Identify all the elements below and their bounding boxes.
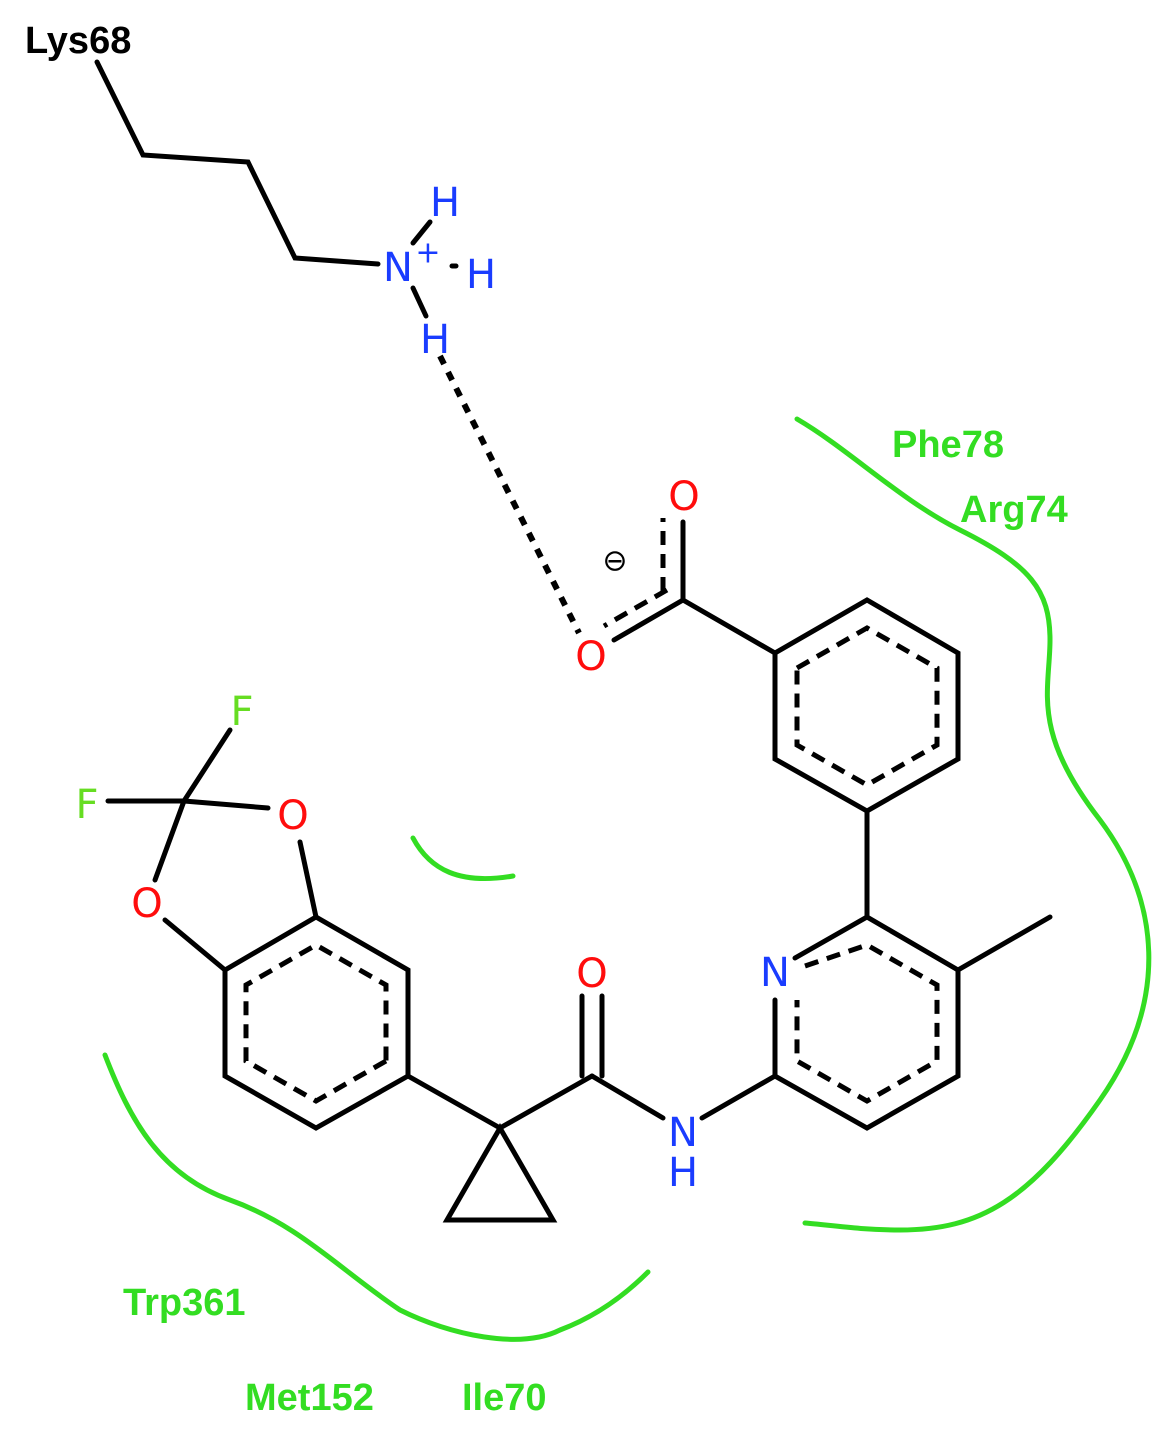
atom-o-dioxole-left: O bbox=[131, 881, 162, 927]
atom-o-carbonyl-top: O bbox=[668, 474, 699, 520]
bond-c-o-left bbox=[611, 597, 686, 643]
atom-h2: H bbox=[466, 252, 496, 298]
residue-labels: Lys68 Phe78 Arg74 Trp361 Met152 Ile70 bbox=[25, 20, 1068, 1419]
bond-carbonyl-cyclopropyl bbox=[497, 1073, 595, 1131]
residue-trp: Trp361 bbox=[123, 1282, 246, 1324]
bond-n-h1 bbox=[410, 219, 433, 246]
bond-n-h3 bbox=[410, 285, 429, 319]
atom-f-left: F bbox=[75, 782, 98, 828]
atom-h1: H bbox=[430, 180, 460, 226]
bond-pyridine-nh bbox=[699, 1073, 778, 1121]
atom-n-amide: N bbox=[668, 1110, 698, 1156]
atom-o-amide: O bbox=[576, 951, 607, 997]
pocket-curve-right bbox=[794, 416, 1152, 1233]
benzene-lower-inner bbox=[243, 942, 389, 1104]
bonds bbox=[94, 59, 1053, 1223]
atom-carboxylate-charge: ⊖ bbox=[602, 544, 627, 579]
bond-cyclopropyl-benzene bbox=[405, 1073, 503, 1131]
bond-nh-carbonyl bbox=[589, 1073, 666, 1121]
pyridine-ring bbox=[772, 914, 961, 1131]
atom-labels: N + H H H O O ⊖ F F O O O N H N bbox=[75, 180, 789, 1196]
residue-lys: Lys68 bbox=[25, 20, 131, 62]
bond-o-c-left bbox=[162, 917, 228, 973]
atom-o-dioxole-right: O bbox=[277, 793, 308, 839]
bond-carboxyl-ring bbox=[680, 597, 778, 656]
bond-o-cf2-right bbox=[181, 798, 271, 811]
benzene-ring-upper bbox=[772, 597, 961, 814]
residue-met: Met152 bbox=[245, 1377, 374, 1419]
bond-cf2-f-top bbox=[181, 727, 233, 804]
cyclopropane-ring bbox=[442, 1122, 558, 1223]
residue-ile: Ile70 bbox=[462, 1377, 547, 1419]
pyridine-inner bbox=[794, 942, 940, 1104]
residue-arg: Arg74 bbox=[960, 489, 1068, 531]
atom-o-carboxylate: O bbox=[575, 634, 606, 680]
atom-n-amine-charge: + bbox=[415, 236, 440, 271]
atom-n-amine: N bbox=[383, 245, 413, 291]
atom-h3: H bbox=[420, 317, 450, 363]
pocket-contours bbox=[102, 416, 1152, 1342]
hydrogen-bond bbox=[437, 354, 582, 635]
benzene-upper-inner bbox=[794, 625, 940, 788]
residue-phe: Phe78 bbox=[892, 424, 1004, 466]
pocket-curve-bottom bbox=[102, 1052, 651, 1342]
bond-c-o-left-dashed bbox=[602, 587, 669, 629]
pocket-curve-small bbox=[410, 835, 516, 882]
atom-h-amide: H bbox=[668, 1150, 698, 1196]
atom-n-pyridine: N bbox=[760, 950, 790, 996]
benzene-ring-lower bbox=[222, 914, 411, 1131]
bond-cf2-o-left bbox=[152, 798, 187, 883]
bond-methyl bbox=[955, 914, 1053, 973]
atom-f-top: F bbox=[230, 689, 253, 735]
bond-c-o-right bbox=[297, 839, 319, 920]
lys-chain-bonds bbox=[94, 59, 381, 267]
